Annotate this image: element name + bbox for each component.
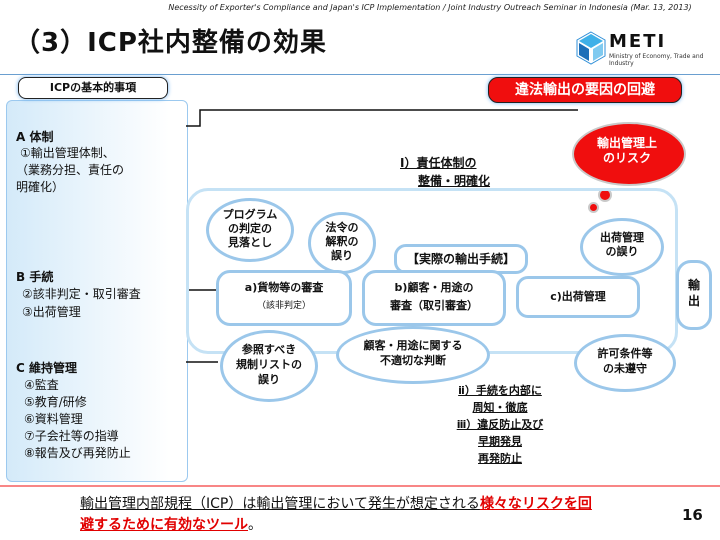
bubble-line: 法令の: [325, 221, 359, 234]
resp-line: 整備・明確化: [418, 174, 491, 188]
measure-line: 周知・徹底: [472, 401, 528, 414]
bubble-line: 解釈の: [325, 235, 359, 248]
step-line: （該非判定）: [256, 301, 311, 311]
bubble-line: の未遵守: [603, 362, 647, 375]
meti-logo: METI Ministry of Economy, Trade and Indu…: [575, 28, 715, 72]
footer-text: 輸出管理内部規程（ICP）は輸出管理において発生が想定される: [80, 496, 480, 512]
footer-highlight: 避するために有効なツール: [80, 517, 248, 533]
bubble-line: 出荷管理: [600, 231, 644, 244]
footer-highlight: 様々なリスクを回: [479, 496, 592, 512]
section-b-line: ②該非判定・取引審査: [22, 287, 141, 301]
bubble-line: 規制リストの: [236, 358, 302, 371]
export-char: 輸: [687, 278, 700, 292]
logo-subtitle: Ministry of Economy, Trade and Industry: [609, 53, 704, 67]
footer-statement: 輸出管理内部規程（ICP）は輸出管理において発生が想定される様々なリスクを回 避…: [80, 494, 680, 536]
bubble-line: 参照すべき: [241, 343, 297, 356]
header-caption: Necessity of Exporter's Compliance and J…: [168, 3, 692, 12]
header-rule: [0, 74, 720, 75]
risk-bubble-law: 法令の 解釈の 誤り: [308, 212, 376, 274]
resp-line: Ⅰ）責任体制の: [400, 156, 477, 170]
bubble-line: プログラム: [222, 208, 278, 221]
step-line: a)貨物等の審査: [244, 281, 324, 294]
bubble-line: の誤り: [605, 245, 639, 258]
measure-line: ⅲ）違反防止及び: [456, 418, 544, 431]
risk-bubble-program: プログラム の判定の 見落とし: [206, 198, 294, 262]
section-c-line: ④監査: [24, 378, 59, 392]
meti-emblem-icon: [576, 31, 606, 65]
footer-text: 。: [248, 517, 262, 533]
thought-dot: [588, 202, 599, 213]
risk-bubble-customer: 顧客・用途に関する 不適切な判断: [336, 326, 490, 384]
export-char: 出: [687, 294, 700, 308]
bubble-line: の判定の: [228, 222, 272, 235]
left-panel: [6, 100, 188, 482]
responsibility-text: Ⅰ）責任体制の 整備・明確化: [400, 154, 490, 190]
step-b-customer-review: b)顧客・用途の 審査（取引審査）: [362, 270, 506, 326]
bubble-line: 見落とし: [228, 236, 272, 249]
step-line: b)顧客・用途の: [394, 281, 474, 294]
risk-avoidance-badge: 違法輸出の要因の回避: [488, 77, 682, 103]
bubble-line: 誤り: [331, 249, 353, 262]
risk-title-line: 輸出管理上: [596, 136, 657, 150]
section-b-line: ③出荷管理: [22, 305, 81, 319]
section-c-title: C 維持管理: [16, 361, 77, 375]
page-number: 16: [682, 506, 703, 524]
step-line: 審査（取引審査）: [390, 299, 478, 312]
bubble-line: 顧客・用途に関する: [363, 339, 463, 352]
risk-bubble-list: 参照すべき 規制リストの 誤り: [220, 330, 318, 402]
risk-bubble-license: 許可条件等 の未遵守: [574, 334, 676, 392]
measure-line: 再発防止: [478, 452, 522, 465]
page-title: （3）ICP社内整備の効果: [14, 28, 327, 58]
section-a-line: ①輸出管理体制、: [20, 146, 115, 160]
section-a-title: A 体制: [16, 130, 54, 144]
bubble-line: 不適切な判断: [380, 354, 446, 367]
section-c-line: ⑥資料管理: [24, 412, 83, 426]
step-a-goods-review: a)貨物等の審査 （該非判定）: [216, 270, 352, 326]
section-c-line: ⑦子会社等の指導: [24, 429, 119, 443]
risk-bubble-shipping: 出荷管理 の誤り: [580, 218, 664, 276]
risk-title-line: のリスク: [602, 151, 651, 165]
measures-text: ⅱ）手続を内部に 周知・徹底 ⅲ）違反防止及び 早期発見 再発防止: [420, 382, 580, 467]
measure-line: ⅱ）手続を内部に: [458, 384, 542, 397]
export-risk-cloud: [572, 122, 686, 186]
section-c-line: ⑤教育/研修: [24, 395, 87, 409]
logo-wordmark: METI: [609, 31, 667, 52]
section-b-title: B 手続: [16, 270, 54, 284]
step-c-shipping: c)出荷管理: [516, 276, 640, 318]
section-a-line: （業務分担、責任の: [16, 163, 125, 177]
bubble-line: 誤り: [258, 373, 280, 386]
export-box: 輸 出: [676, 260, 712, 330]
measure-line: 早期発見: [478, 435, 522, 448]
section-a-line: 明確化）: [16, 180, 65, 194]
basic-items-badge: ICPの基本的事項: [18, 77, 168, 99]
process-title: 【実際の輸出手続】: [394, 244, 528, 274]
bubble-line: 許可条件等: [597, 347, 653, 360]
section-c-line: ⑧報告及び再発防止: [24, 446, 131, 460]
export-risk-text: 輸出管理上 のリスク: [581, 136, 673, 166]
